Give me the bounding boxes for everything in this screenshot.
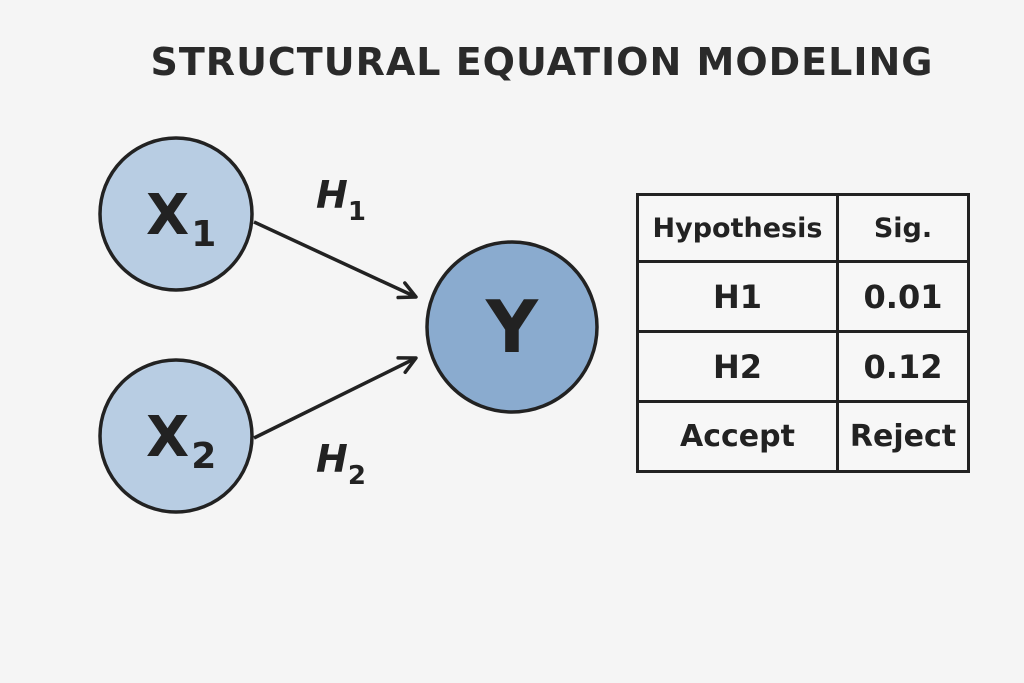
hypothesis-table: Hypothesis Sig. H1 0.01 H2 0.12 Accept R… — [636, 193, 970, 473]
edge-label-h2: H2 — [316, 437, 366, 491]
node-x1: X1 — [98, 136, 254, 292]
edge-label-h1: H1 — [316, 173, 366, 227]
node-y-label: Y — [485, 285, 539, 369]
table-cell: 0.01 — [836, 260, 970, 333]
table-row: Accept Reject — [636, 400, 970, 473]
arrow-h1 — [253, 220, 418, 300]
arrow-h2 — [253, 356, 418, 440]
table-cell: H1 — [636, 260, 839, 333]
node-x2: X2 — [98, 358, 254, 514]
table-cell: H2 — [636, 330, 839, 403]
table-header-row: Hypothesis Sig. — [636, 193, 970, 263]
table-header-hypothesis: Hypothesis — [636, 193, 839, 263]
table-cell: Accept — [636, 400, 839, 473]
table-cell: 0.12 — [836, 330, 970, 403]
node-x1-label: X1 — [146, 183, 216, 255]
node-y: Y — [425, 240, 599, 414]
table-row: H2 0.12 — [636, 330, 970, 403]
diagram-title: STRUCTURAL EQUATION MODELING — [150, 40, 934, 84]
table-cell: Reject — [836, 400, 970, 473]
table-row: H1 0.01 — [636, 260, 970, 333]
node-x2-label: X2 — [146, 405, 216, 477]
table-header-sig: Sig. — [836, 193, 970, 263]
